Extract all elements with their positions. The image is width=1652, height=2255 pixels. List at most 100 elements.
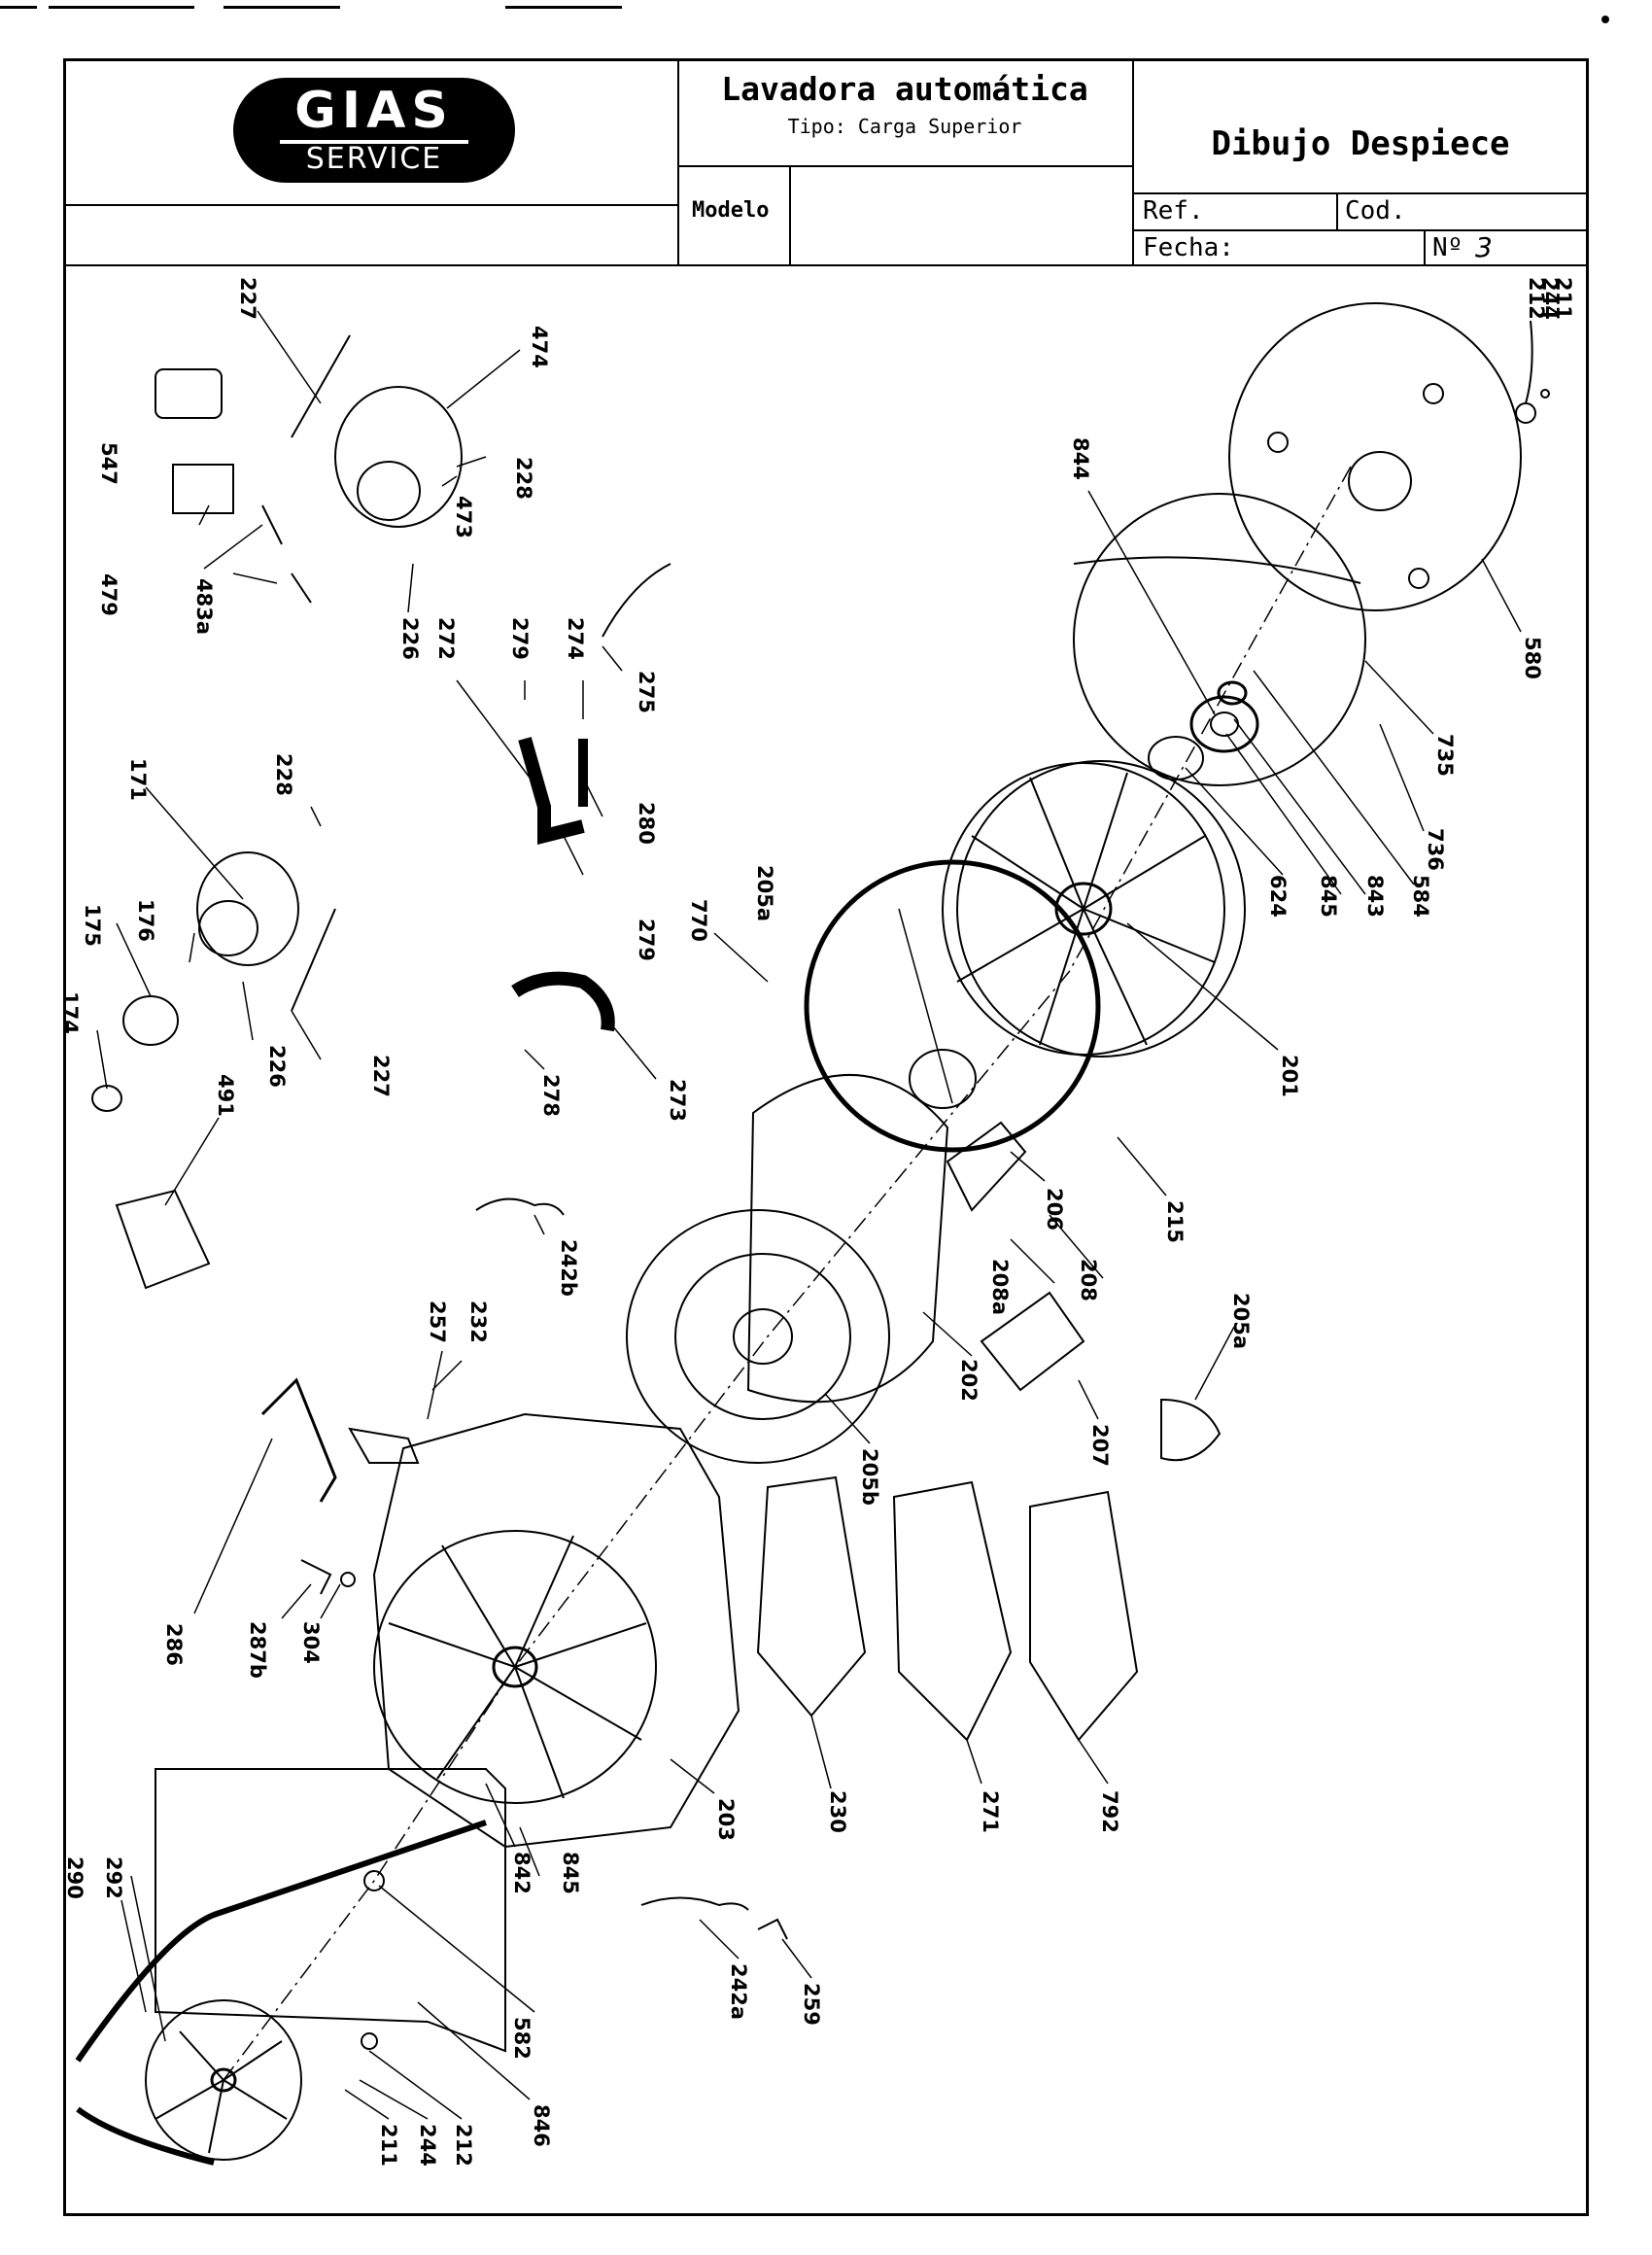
callout-547: 547 [97,442,120,485]
callout-582: 582 [510,2017,533,2060]
callout-584: 584 [1409,875,1432,918]
lid-seal [1029,1490,1139,1742]
header-divider [63,204,677,206]
callout-483a: 483a [192,578,216,635]
plate-part [348,1427,420,1464]
callout-843: 843 [1363,875,1387,918]
top-rule [224,6,340,9]
curved-hose [511,971,615,1032]
callout-208a: 208a [988,1259,1012,1315]
top-rule [0,6,37,9]
drain-hose [518,737,585,845]
callout-845: 845 [559,1852,582,1894]
callout-259: 259 [800,1983,823,2026]
drive-pulley [145,1999,302,2161]
drum-lifter [980,1291,1085,1392]
header-divider [677,58,679,264]
bearing-hub-center [1210,711,1239,737]
callout-842: 842 [510,1852,533,1894]
callout-736: 736 [1424,828,1447,871]
callout-205a: 205a [753,865,776,921]
callout-227: 227 [369,1055,393,1097]
cover-hole [1423,383,1444,404]
callout-205b: 205b [858,1448,881,1506]
assembly-axis [223,466,1352,2081]
support-bracket [155,1768,506,2053]
rear-tub-ring [1073,493,1366,786]
header-divider [1132,58,1134,264]
model-label: Modelo [692,198,770,223]
callout-279: 279 [508,617,532,660]
callout-228: 228 [272,753,295,796]
clip-part [1160,1398,1222,1462]
callout-226: 226 [265,1045,289,1088]
callout-272: 272 [434,617,458,660]
drum-front-hub [733,1308,793,1365]
callout-274: 274 [564,617,587,660]
callout-230: 230 [826,1790,849,1833]
motor-pulley-small [91,1085,122,1112]
callout-792: 792 [1098,1790,1121,1833]
callout-491: 491 [214,1074,237,1117]
callout-846: 846 [530,2104,553,2147]
callout-271: 271 [979,1790,1002,1833]
callout-215: 215 [1163,1200,1187,1243]
callout-228: 228 [512,457,535,500]
transformer-block [115,1189,211,1290]
bearing [1217,680,1248,706]
brand-name: GIAS [294,82,454,140]
callout-202: 202 [957,1359,981,1402]
drum-back-rim [956,760,1246,1058]
callout-242b: 242b [557,1239,580,1297]
drum-body [746,1074,949,1404]
o-ring [340,1572,356,1587]
header-divider [677,165,1132,167]
cover-hole [1408,568,1429,589]
lid-panel [756,1475,867,1717]
switch-part [300,1559,332,1595]
number-label: Nº [1432,233,1463,262]
callout-232: 232 [466,1301,490,1343]
callout-206: 206 [1043,1188,1066,1231]
callout-844: 844 [1069,437,1092,480]
outer-tub [372,1412,740,1849]
drum-spokes [956,772,1216,1046]
tension-spring [640,1896,749,1911]
brand-logo: GIAS SERVICE [233,78,515,183]
pump-motor-end [357,461,421,521]
callout-207: 207 [1088,1424,1112,1467]
nut [361,2032,378,2050]
product-type: Tipo: Carga Superior [787,115,1022,138]
callout-211: 211 [1552,277,1575,320]
callout-279: 279 [635,919,658,961]
callout-624: 624 [1266,875,1290,918]
callout-278: 278 [539,1074,563,1117]
callout-212: 212 [452,2124,475,2167]
header-divider [1336,192,1338,229]
callout-292: 292 [102,1856,125,1899]
cover-hole [1267,432,1289,453]
hose-pipe [602,563,671,638]
callout-242a: 242a [727,1963,750,2020]
drum-front [626,1209,890,1464]
tub-seal-ring [804,859,1101,1153]
drive-pulley-spokes [155,2030,288,2154]
header-divider [789,165,791,264]
ref-label: Ref. [1143,196,1204,226]
callout-226: 226 [398,617,422,660]
callout-735: 735 [1433,734,1457,777]
callout-580: 580 [1521,637,1544,679]
top-rule [505,6,622,9]
callout-171: 171 [126,758,150,801]
callout-201: 201 [1278,1055,1301,1097]
product-title: Lavadora automática [721,70,1088,108]
outer-tub-hub [492,1646,538,1688]
cable-rod [291,908,336,1012]
tension-spring [475,1197,565,1216]
header-bottom-rule [63,264,1589,266]
logo-bar [280,140,468,144]
top-rule [49,6,194,9]
drum-hub [1054,882,1113,936]
date-label: Fecha: [1143,233,1234,262]
